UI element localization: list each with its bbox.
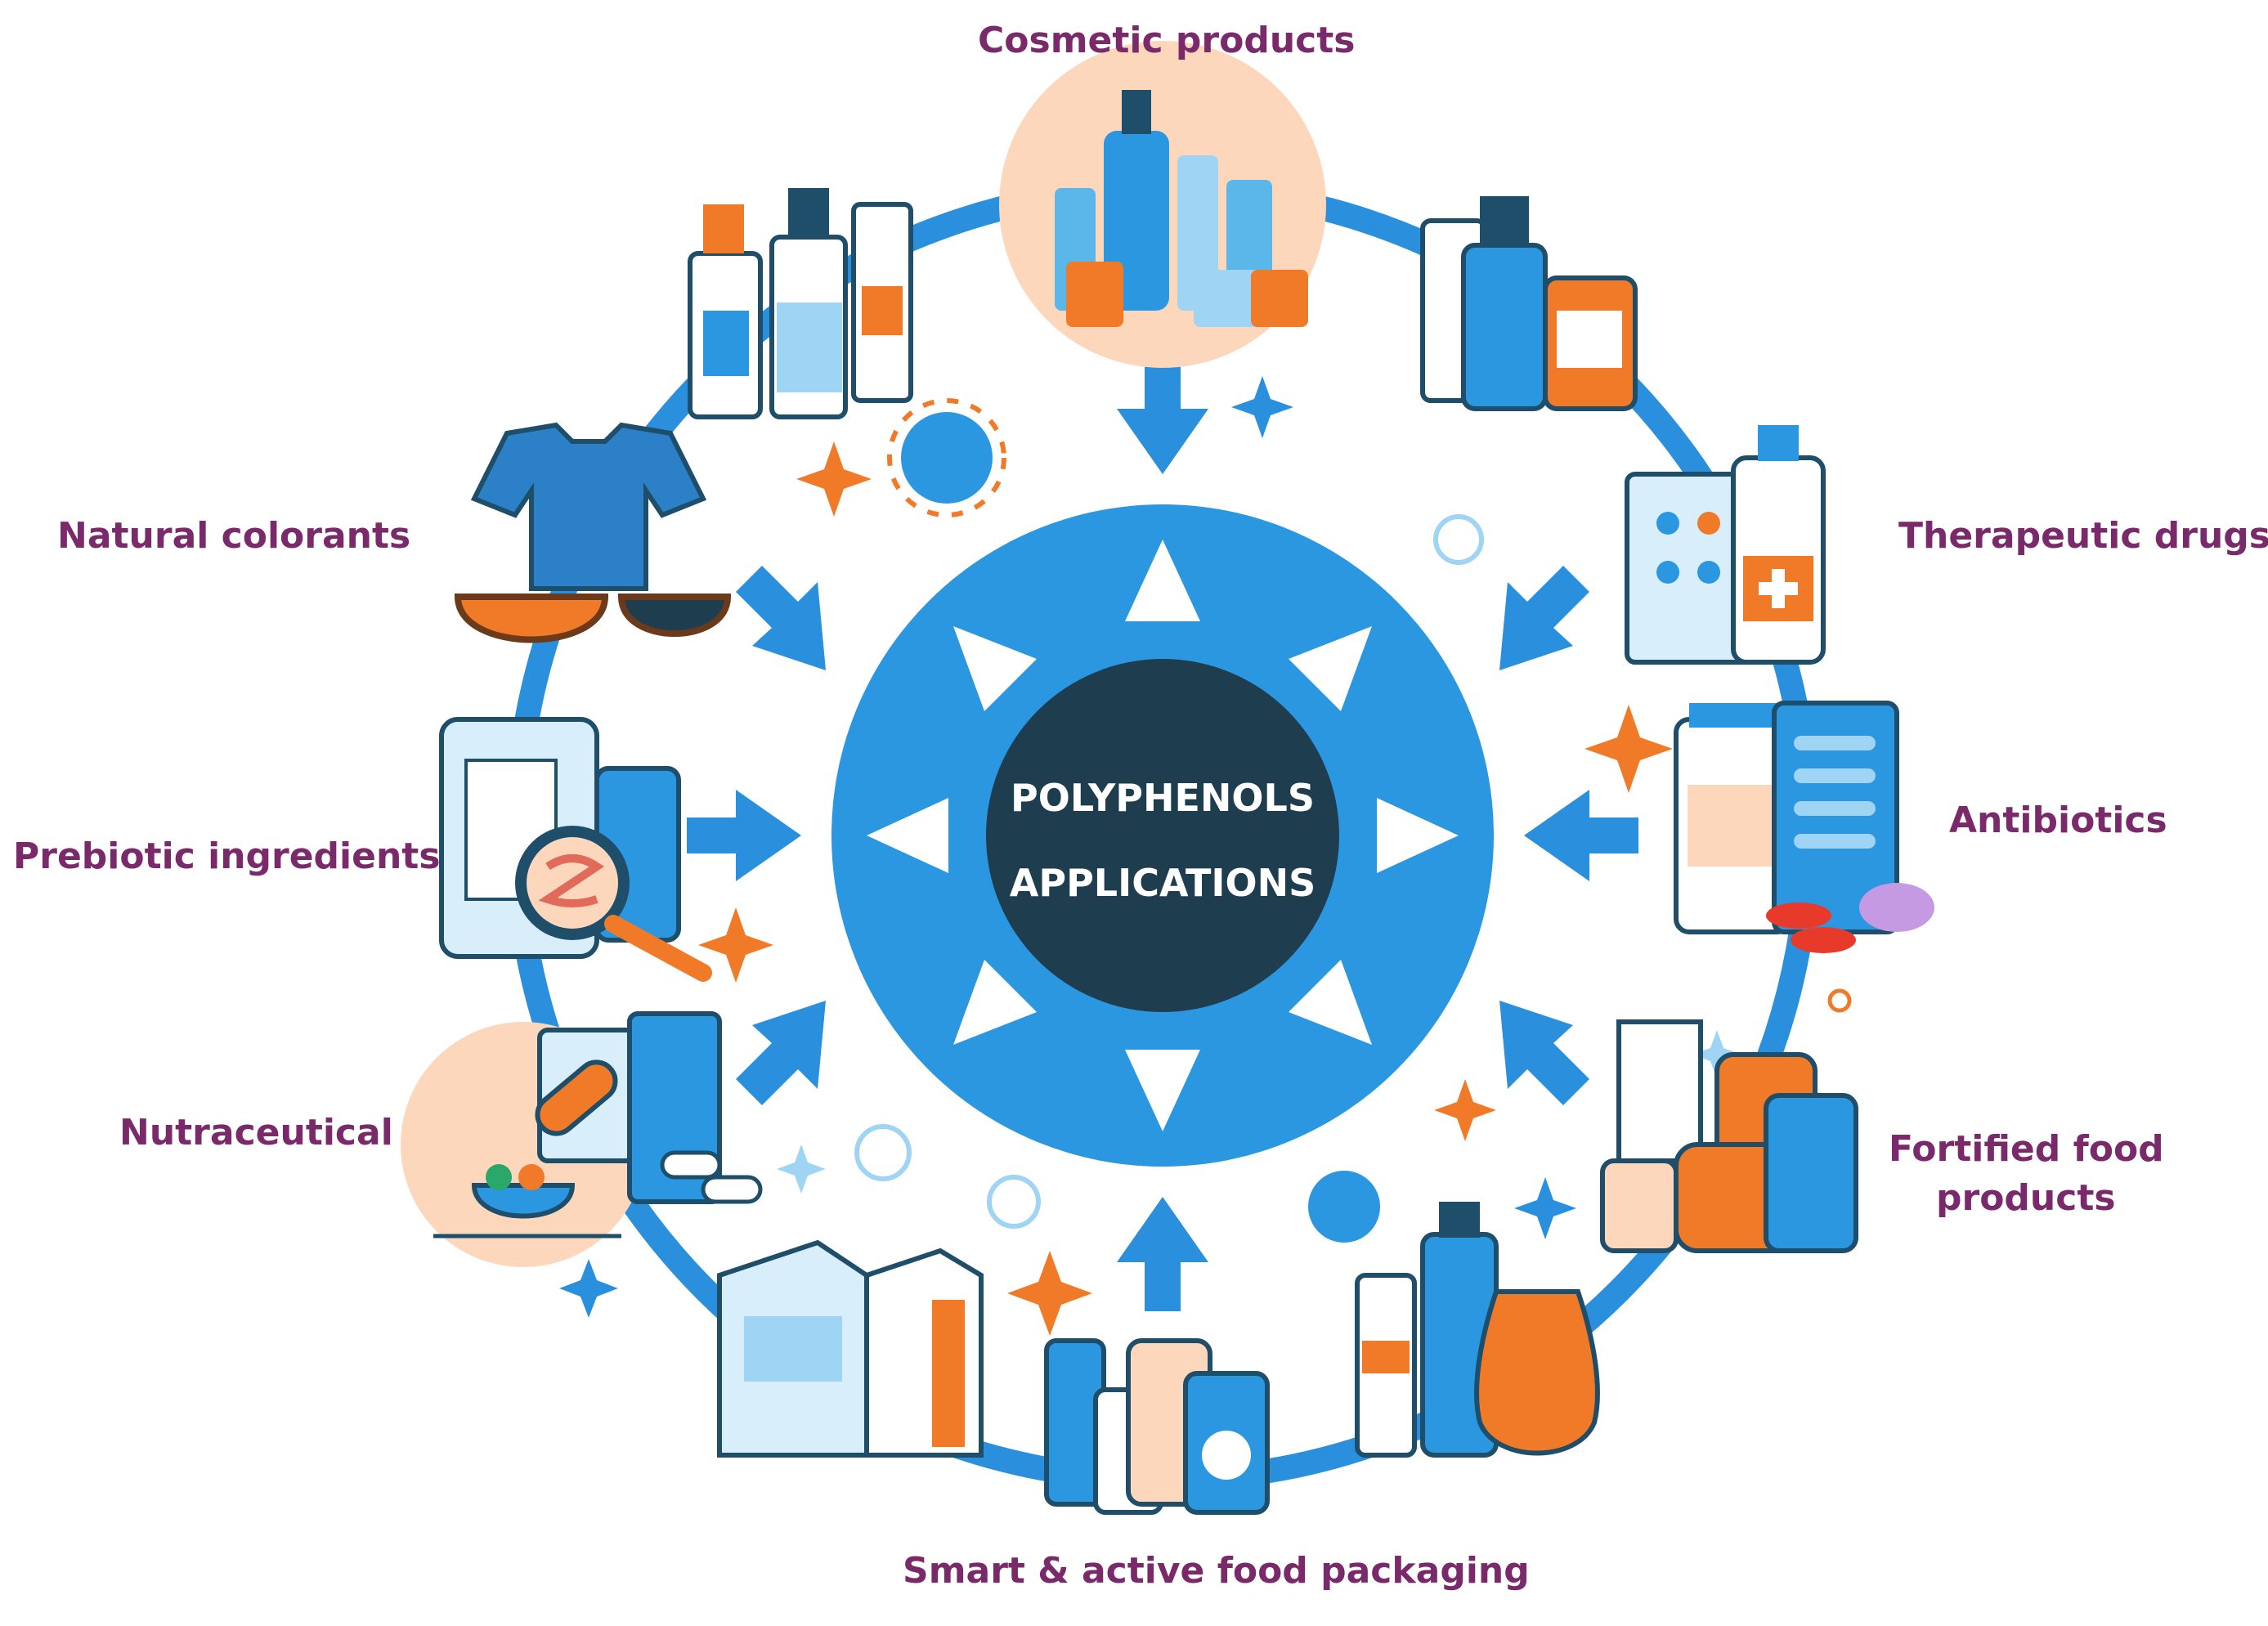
center-title-line2: APPLICATIONS: [1009, 861, 1316, 905]
tshirt-icon: [454, 422, 732, 643]
label-fortified-food: Fortified food: [1889, 1128, 2164, 1170]
label-antibiotics: Antibiotics: [1949, 800, 2167, 841]
label-natural-colorants: Natural colorants: [57, 515, 411, 557]
cleaning-bottles-icon: [688, 188, 913, 419]
inward-arrows: [687, 360, 1638, 1311]
intestine-icon: [439, 717, 712, 982]
label-nutraceutical: Nutraceutical: [119, 1112, 393, 1153]
cosmetics-icon: [999, 41, 1326, 368]
bacteria-icon: [1674, 701, 1934, 953]
food-jar-icon: [1600, 1019, 1858, 1253]
label-fortified-food-line2: products: [1936, 1177, 2116, 1219]
label-cosmetic-products: Cosmetic products: [978, 20, 1356, 61]
packaging-bottles-icon: [1355, 1202, 1600, 1458]
label-prebiotic-ingredients: Prebiotic ingredients: [13, 835, 441, 877]
center-title-line1: POLYPHENOLS: [1011, 776, 1315, 820]
label-therapeutic-drugs: Therapeutic drugs: [1898, 515, 2268, 557]
sparkle-decorations: [559, 376, 1852, 1336]
label-smart-active-packaging: Smart & active food packaging: [903, 1550, 1530, 1592]
carton-icon: [717, 1239, 1270, 1515]
medicine-bottle-icon: [1420, 196, 1826, 665]
capsule-icon: [401, 1011, 763, 1267]
core-disc: [986, 659, 1339, 1012]
star-burst: [867, 540, 1459, 1131]
